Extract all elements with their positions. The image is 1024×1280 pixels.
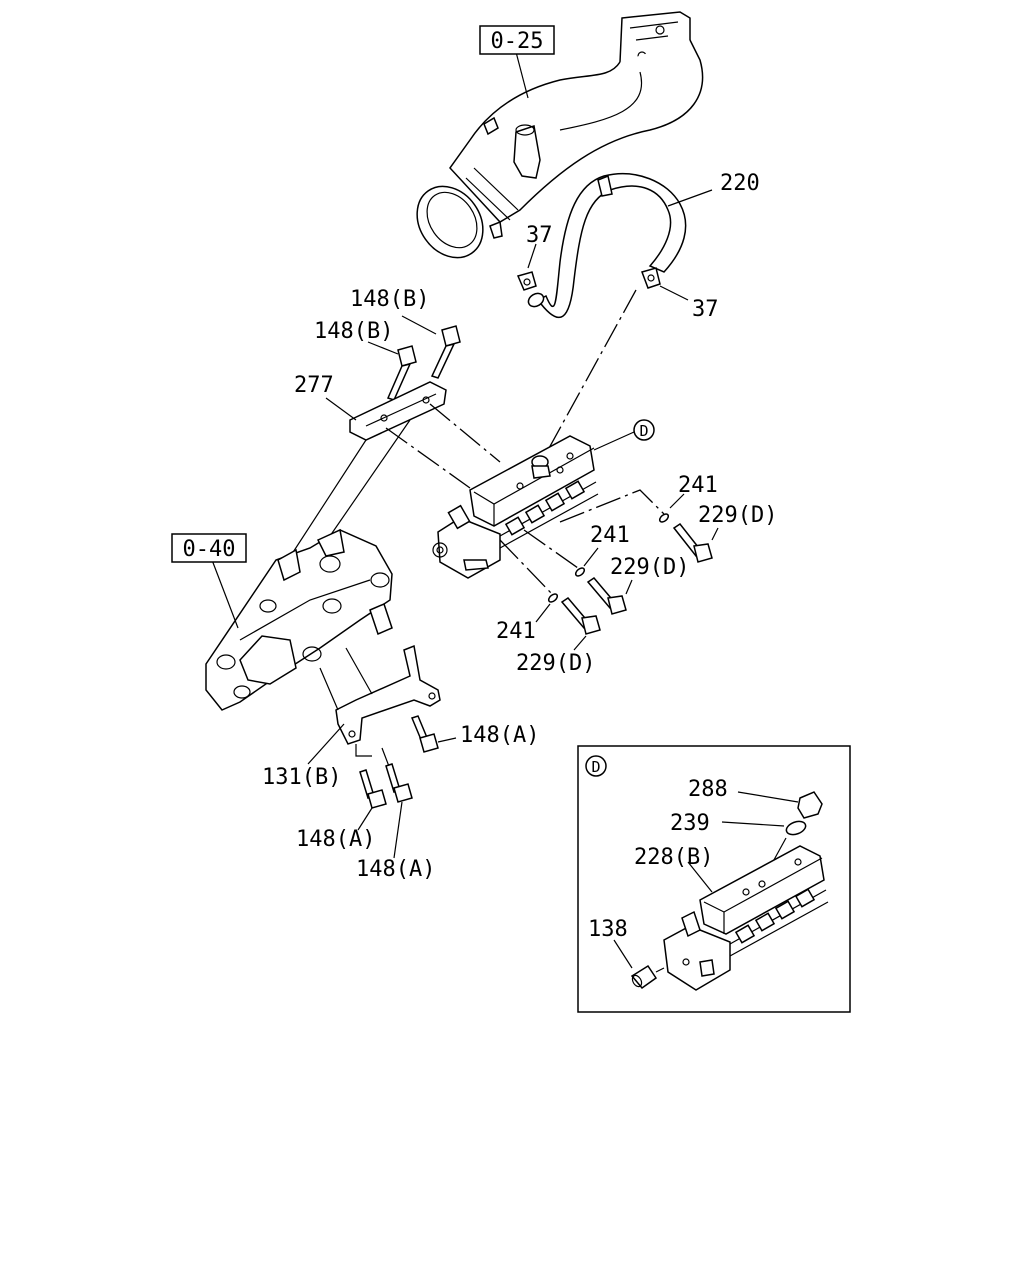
detail-box-d: D 288 239 228(B) 138 (577, 745, 851, 1013)
label-241-2: 241 (590, 523, 630, 548)
callout-marker-d: D (593, 419, 655, 451)
leader-229d-2 (625, 579, 633, 595)
oring-241-1 (658, 513, 670, 523)
leader-241-1 (669, 493, 685, 509)
clamp-37-upper (516, 271, 537, 291)
assembly-line-hose (547, 289, 637, 451)
bracket-277 (349, 381, 447, 441)
assembly-line-241-3 (499, 539, 553, 595)
leader-148b-1 (401, 315, 437, 335)
leader-220 (667, 189, 713, 207)
bolt-148a-right (410, 715, 439, 753)
hose-220 (527, 172, 687, 319)
leader-148b-2 (367, 341, 399, 355)
label-241-3: 241 (496, 619, 536, 644)
label-138: 138 (588, 917, 628, 942)
label-277: 277 (294, 373, 334, 398)
assembly-line-bracket-1 (385, 427, 471, 489)
leader-0-40 (211, 559, 239, 629)
svg-text:0-40: 0-40 (183, 537, 236, 562)
label-131b: 131(B) (262, 765, 341, 790)
leader-148a-1 (437, 737, 457, 743)
bolt-229d-2 (586, 577, 627, 615)
label-37-upper: 37 (526, 223, 553, 248)
assembly-line-241-1 (559, 489, 665, 523)
assembly-line-241-2 (523, 529, 579, 569)
bolt-148a-middle (385, 763, 413, 803)
bolt-148b-upper (430, 325, 461, 379)
label-229d-3: 229(D) (516, 651, 595, 676)
leader-131b (307, 723, 345, 765)
label-148b-1: 148(B) (350, 287, 429, 312)
leader-229d-3 (573, 635, 587, 651)
oring-241-2 (574, 567, 586, 577)
oring-241-3 (547, 593, 559, 603)
leader-37a (527, 243, 537, 269)
leader-277 (325, 397, 357, 421)
leader-0-25 (515, 51, 529, 99)
bracket-131b (335, 644, 441, 745)
label-288: 288 (688, 777, 728, 802)
leader-229d-1 (711, 527, 719, 541)
label-148a-3: 148(A) (356, 857, 435, 882)
leader-148a-3 (393, 801, 403, 859)
svg-text:D: D (639, 422, 648, 440)
label-37-lower: 37 (692, 297, 719, 322)
label-148b-2: 148(B) (314, 319, 393, 344)
label-239: 239 (670, 811, 710, 836)
manifold-block (432, 435, 599, 579)
guide-lines-131b (319, 647, 373, 711)
engine-bracket (205, 528, 393, 711)
guide-lines-bracket (287, 419, 411, 561)
label-148a-2: 148(A) (296, 827, 375, 852)
assembly-line-bracket-2 (429, 403, 501, 463)
label-229d-1: 229(D) (698, 503, 777, 528)
svg-text:D: D (591, 758, 600, 776)
leader-241-3 (535, 603, 551, 623)
leader-148a-2 (357, 807, 373, 831)
clamp-37-lower (641, 267, 661, 289)
leader-241-2 (583, 547, 599, 567)
leader-37b (659, 285, 689, 301)
label-229d-2: 229(D) (610, 555, 689, 580)
bolt-229d-1 (672, 522, 713, 563)
bolt-148a-left (359, 769, 387, 809)
label-241-1: 241 (678, 473, 718, 498)
ref-box-0-25: 0-25 (479, 25, 555, 55)
svg-text:0-25: 0-25 (491, 29, 544, 54)
label-148a-1: 148(A) (460, 723, 539, 748)
label-220: 220 (720, 171, 760, 196)
intake-pipe (416, 11, 704, 259)
bolt-229d-3 (560, 597, 601, 635)
label-228b: 228(B) (634, 845, 713, 870)
bolt-148b-lower (386, 345, 417, 401)
ref-box-0-40: 0-40 (171, 533, 247, 563)
